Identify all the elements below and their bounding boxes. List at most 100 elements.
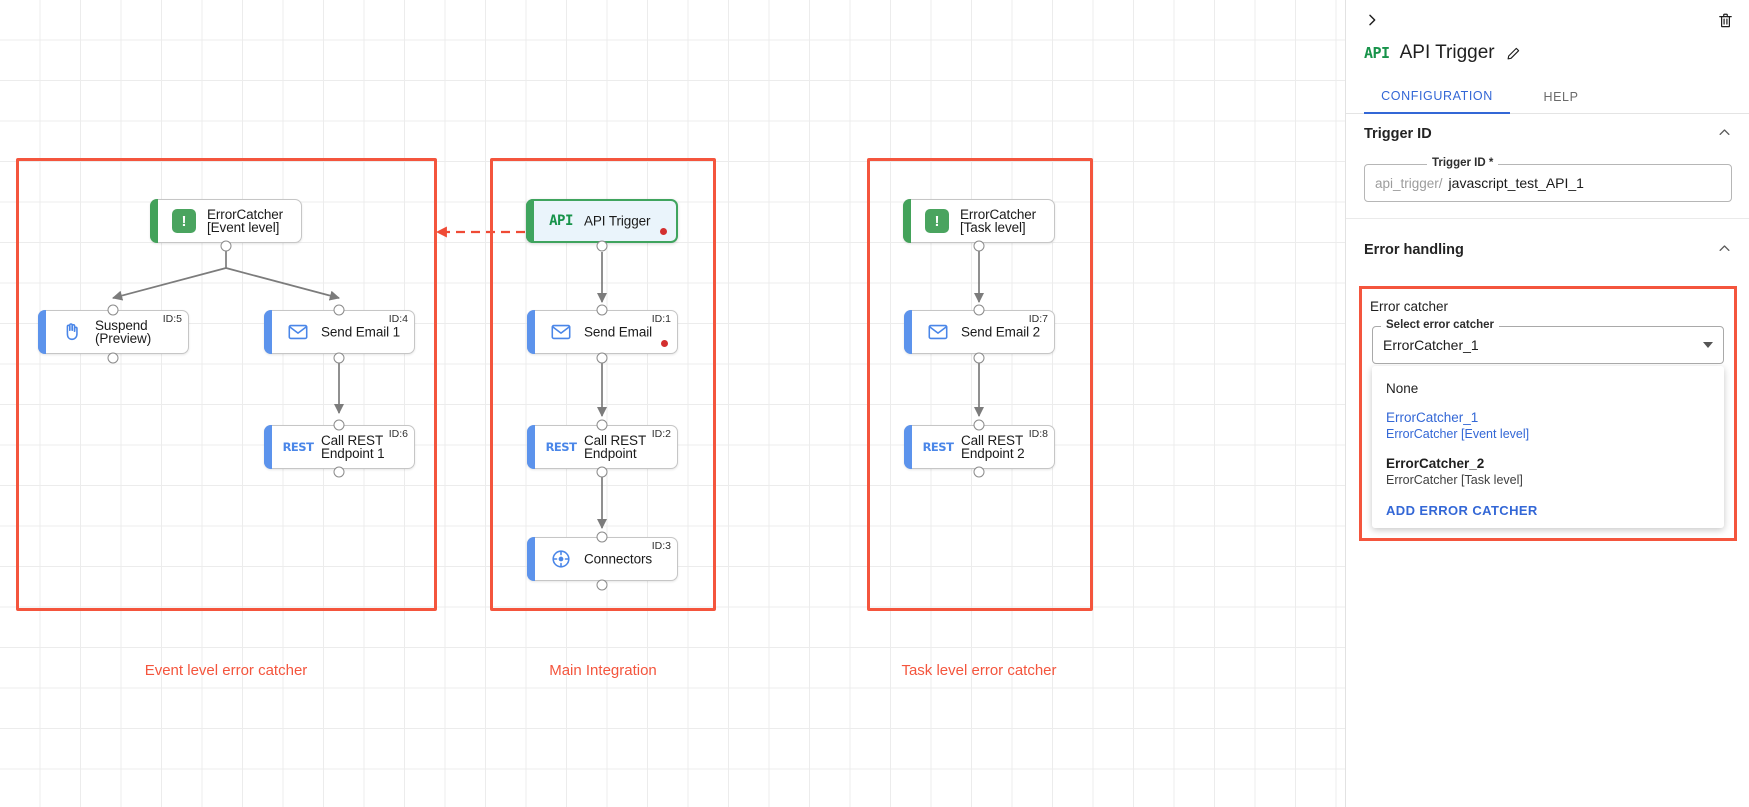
node-suspend[interactable]: Suspend (Preview) ID:5 — [38, 310, 189, 354]
menu-item-none[interactable]: None — [1386, 381, 1419, 396]
pencil-icon[interactable] — [1505, 44, 1523, 62]
api-icon: API — [549, 213, 573, 229]
node-id-label: ID:2 — [651, 428, 671, 440]
node-port-out[interactable] — [220, 240, 232, 252]
node-port-out[interactable] — [973, 352, 985, 364]
api-icon: API — [1364, 43, 1390, 62]
node-call-rest-endpoint[interactable]: REST Call REST Endpoint ID:2 — [527, 425, 678, 469]
node-title: Call REST Endpoint 1 — [321, 433, 385, 461]
node-call-rest-endpoint-1[interactable]: REST Call REST Endpoint 1 ID:6 — [264, 425, 415, 469]
node-error-catcher-event-level[interactable]: ! ErrorCatcher [Event level] — [150, 199, 302, 243]
node-title: Call REST Endpoint — [584, 433, 647, 461]
error-catcher-dropdown-menu: None ErrorCatcher_1 ErrorCatcher [Event … — [1372, 366, 1724, 528]
node-accent-bar — [903, 199, 911, 243]
node-accent-bar — [527, 310, 535, 354]
node-port-out[interactable] — [596, 466, 608, 478]
node-port-out[interactable] — [973, 240, 985, 252]
trigger-id-legend: Trigger ID * — [1427, 157, 1499, 169]
error-catcher-block: Error catcher Select error catcher Error… — [1359, 286, 1737, 541]
node-call-rest-endpoint-2[interactable]: REST Call REST Endpoint 2 ID:8 — [904, 425, 1055, 469]
node-api-trigger[interactable]: API API Trigger — [526, 199, 678, 243]
node-port-in[interactable] — [596, 419, 608, 431]
menu-item-errorcatcher-2[interactable]: ErrorCatcher_2 ErrorCatcher [Task level] — [1386, 456, 1523, 487]
node-title: Call REST Endpoint 2 — [961, 433, 1025, 461]
select-error-catcher[interactable]: Select error catcher ErrorCatcher_1 — [1372, 319, 1724, 364]
node-accent-bar — [526, 199, 534, 243]
section-header-error-handling[interactable]: Error handling — [1346, 230, 1749, 270]
node-port-in[interactable] — [596, 531, 608, 543]
node-accent-bar — [904, 310, 912, 354]
node-error-dot — [660, 228, 667, 235]
group-label-task-level: Task level error catcher — [901, 662, 1057, 679]
chevron-up-icon[interactable] — [1717, 125, 1732, 143]
chevron-down-icon[interactable] — [1703, 342, 1713, 348]
rest-icon: REST — [922, 440, 954, 454]
node-id-label: ID:3 — [651, 540, 671, 552]
trash-icon[interactable] — [1713, 8, 1737, 32]
workflow-canvas[interactable]: Event level error catcher Main Integrati… — [0, 0, 1345, 807]
node-port-out[interactable] — [107, 352, 119, 364]
node-port-in[interactable] — [973, 304, 985, 316]
section-error-handling: Error handling — [1346, 230, 1749, 270]
trigger-id-input[interactable]: javascript_test_API_1 — [1448, 175, 1584, 191]
rest-icon: REST — [545, 440, 577, 454]
node-error-dot — [661, 340, 668, 347]
error-catcher-icon: ! — [171, 208, 197, 234]
node-id-label: ID:1 — [651, 313, 671, 325]
node-port-out[interactable] — [973, 466, 985, 478]
section-header-trigger-id[interactable]: Trigger ID — [1346, 114, 1749, 154]
panel-title-row: API API Trigger — [1364, 42, 1523, 64]
add-error-catcher-button[interactable]: ADD ERROR CATCHER — [1386, 503, 1538, 518]
node-port-out[interactable] — [596, 579, 608, 591]
section-title: Error handling — [1364, 242, 1464, 258]
node-port-out[interactable] — [596, 352, 608, 364]
trigger-id-prefix: api_trigger/ — [1375, 175, 1443, 191]
section-trigger-id: Trigger ID Trigger ID * api_trigger/ jav… — [1346, 114, 1749, 219]
chevron-up-icon[interactable] — [1717, 241, 1732, 259]
node-send-email-2[interactable]: Send Email 2 ID:7 — [904, 310, 1055, 354]
node-port-in[interactable] — [596, 304, 608, 316]
node-accent-bar — [527, 537, 535, 581]
properties-panel: API API Trigger CONFIGURATION HELP Trigg… — [1345, 0, 1749, 807]
node-port-out[interactable] — [333, 352, 345, 364]
node-accent-bar — [264, 425, 272, 469]
panel-topbar — [1346, 0, 1749, 40]
node-id-label: ID:5 — [162, 313, 182, 325]
node-port-in[interactable] — [333, 419, 345, 431]
node-port-in[interactable] — [107, 304, 119, 316]
envelope-icon — [285, 319, 311, 345]
node-id-label: ID:6 — [388, 428, 408, 440]
node-port-in[interactable] — [973, 419, 985, 431]
rest-icon: REST — [282, 440, 314, 454]
node-title: Send Email — [584, 324, 653, 340]
node-connectors[interactable]: Connectors ID:3 — [527, 537, 678, 581]
select-error-catcher-value: ErrorCatcher_1 — [1383, 337, 1479, 353]
node-error-catcher-task-level[interactable]: ! ErrorCatcher [Task level] — [903, 199, 1055, 243]
node-port-out[interactable] — [333, 466, 345, 478]
section-title: Trigger ID — [1364, 126, 1432, 142]
node-port-in[interactable] — [333, 304, 345, 316]
error-catcher-label: Error catcher — [1370, 299, 1449, 314]
node-accent-bar — [38, 310, 46, 354]
trigger-id-field[interactable]: Trigger ID * api_trigger/ javascript_tes… — [1364, 157, 1732, 202]
tab-configuration[interactable]: CONFIGURATION — [1364, 80, 1510, 114]
node-accent-bar — [264, 310, 272, 354]
node-accent-bar — [904, 425, 912, 469]
error-catcher-icon: ! — [924, 208, 950, 234]
node-send-email[interactable]: Send Email ID:1 — [527, 310, 678, 354]
group-box-event-level — [16, 158, 437, 611]
node-title: ErrorCatcher [Task level] — [960, 207, 1037, 235]
chevron-right-icon[interactable] — [1360, 8, 1384, 32]
node-id-label: ID:8 — [1028, 428, 1048, 440]
group-box-main-integration — [490, 158, 716, 611]
node-title: ErrorCatcher [Event level] — [207, 207, 284, 235]
node-title: Send Email 1 — [321, 324, 401, 340]
tab-help[interactable]: HELP — [1543, 90, 1579, 104]
node-send-email-1[interactable]: Send Email 1 ID:4 — [264, 310, 415, 354]
node-port-out[interactable] — [596, 240, 608, 252]
node-id-label: ID:7 — [1028, 313, 1048, 325]
select-error-catcher-legend: Select error catcher — [1381, 319, 1500, 331]
menu-item-errorcatcher-1[interactable]: ErrorCatcher_1 ErrorCatcher [Event level… — [1386, 410, 1530, 441]
hand-icon — [59, 319, 85, 345]
node-id-label: ID:4 — [388, 313, 408, 325]
